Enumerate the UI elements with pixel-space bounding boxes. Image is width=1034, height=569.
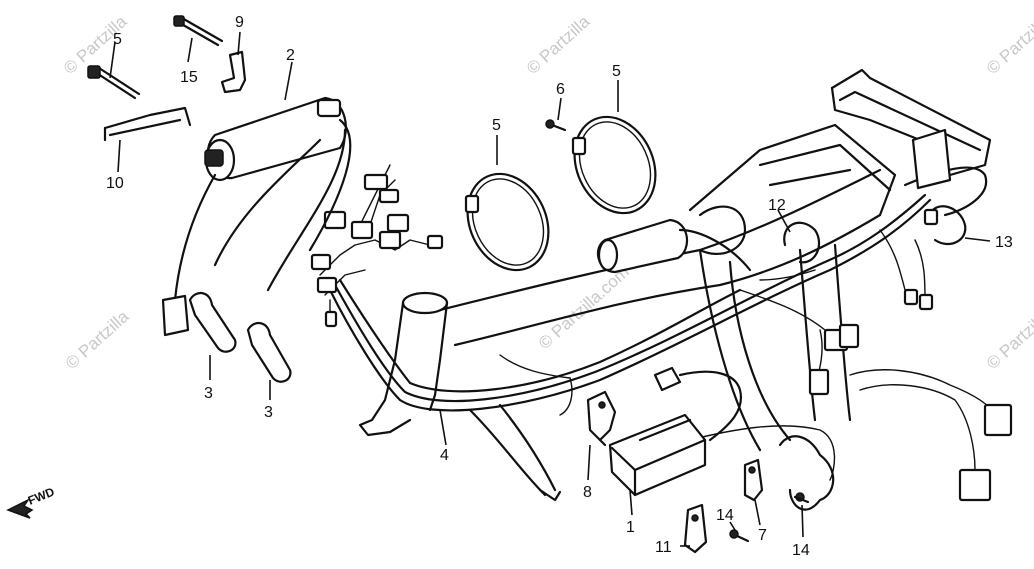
small-hardware-bottom xyxy=(683,458,810,554)
callout-5-bolt: 5 xyxy=(113,31,122,48)
frame-drawing xyxy=(358,68,992,511)
screw-6 xyxy=(545,119,567,132)
callout-12: 12 xyxy=(768,197,786,214)
leader-lines xyxy=(109,31,991,547)
condenser xyxy=(596,218,752,274)
callout-3-left: 3 xyxy=(204,385,213,402)
connector-cluster xyxy=(310,173,444,328)
watermark-top-center: © Partzilla xyxy=(523,11,594,77)
fwd-arrow: FWD xyxy=(6,484,57,519)
headlight-bands xyxy=(464,115,657,272)
callout-14-left: 14 xyxy=(716,507,734,524)
callout-14-right: 14 xyxy=(792,542,810,559)
callout-8: 8 xyxy=(583,484,592,501)
regulator-unit xyxy=(608,413,707,497)
right-connectors xyxy=(808,288,1013,502)
callout-9: 9 xyxy=(235,14,244,31)
callout-11: 11 xyxy=(655,539,672,556)
callout-6: 6 xyxy=(556,81,565,98)
ignition-coil xyxy=(161,96,352,337)
fwd-arrow-icon xyxy=(6,498,34,519)
clamps-12-13 xyxy=(783,205,967,264)
callout-2: 2 xyxy=(286,47,295,64)
connector-near-1 xyxy=(653,366,743,442)
main-wire-harness xyxy=(319,164,996,481)
rear-fender-part xyxy=(903,128,988,217)
watermark-mid-right: © Partzilla xyxy=(983,306,1034,372)
callout-5-band-left: 5 xyxy=(492,117,501,134)
callout-10: 10 xyxy=(106,175,124,192)
callout-numbers: 5 15 9 2 10 3 3 4 5 5 6 12 13 8 1 7 14 1… xyxy=(106,14,1013,559)
callout-7: 7 xyxy=(758,527,767,544)
callout-4: 4 xyxy=(440,447,449,464)
callout-1: 1 xyxy=(626,519,635,536)
callout-15: 15 xyxy=(180,69,198,86)
small-hardware-top-left xyxy=(87,15,247,142)
watermark-top-right: © Partzilla xyxy=(983,11,1034,77)
callout-5-band-right: 5 xyxy=(612,63,621,80)
callout-13: 13 xyxy=(995,234,1013,251)
spark-plug-caps xyxy=(188,292,292,383)
bracket-8 xyxy=(586,390,617,447)
watermark-mid-left: © Partzilla xyxy=(62,306,133,372)
fwd-label: FWD xyxy=(26,484,57,507)
callout-3-right: 3 xyxy=(264,404,273,421)
